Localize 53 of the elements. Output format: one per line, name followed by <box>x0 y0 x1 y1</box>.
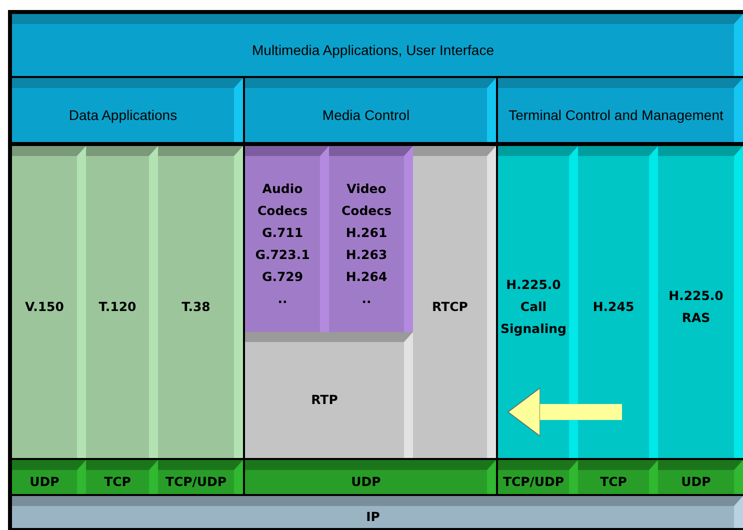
protocol-label: UDP <box>681 473 711 491</box>
protocol-label: TCP <box>600 473 627 491</box>
protocol-label: H.225.0 RAS <box>668 287 724 327</box>
protocol-label: Media Control <box>322 106 410 124</box>
protocol-label: .. <box>362 290 372 308</box>
protocol-label: UDP <box>351 473 381 491</box>
protocol-box <box>86 146 158 458</box>
protocol-box <box>658 146 743 458</box>
protocol-box <box>413 146 496 458</box>
protocol-label: G.723.1 <box>255 246 310 264</box>
protocol-box <box>498 146 578 458</box>
protocol-label: H.225.0 Call Signaling <box>500 276 568 338</box>
protocol-box <box>245 332 413 458</box>
protocol-box <box>12 496 743 528</box>
layer-box <box>498 78 743 142</box>
protocol-box <box>158 460 243 494</box>
protocol-label: G.729 <box>262 268 304 286</box>
protocol-label: .. <box>278 290 288 308</box>
protocol-label: H.261 <box>346 224 388 242</box>
protocol-label: TCP/UDP <box>165 473 227 491</box>
protocol-box <box>578 146 658 458</box>
protocol-label: T.120 <box>98 298 136 316</box>
protocol-label: H.264 <box>346 268 388 286</box>
protocol-label: Terminal Control and Management <box>508 106 724 124</box>
arrow <box>508 388 622 436</box>
layer-box <box>12 78 243 142</box>
protocol-label: Data Applications <box>68 106 178 124</box>
layer-box <box>12 14 743 76</box>
protocol-box <box>329 146 413 332</box>
protocol-box <box>658 460 743 494</box>
protocol-box <box>12 460 86 494</box>
protocol-label: IP <box>366 508 380 526</box>
protocol-label: T.38 <box>182 298 210 316</box>
protocol-label: TCP <box>104 473 131 491</box>
protocol-label: TCP/UDP <box>502 473 564 491</box>
protocol-box <box>12 146 86 458</box>
protocol-label: Audio Codecs <box>256 180 309 220</box>
protocol-label: UDP <box>30 473 60 491</box>
protocol-box <box>158 146 243 458</box>
protocol-label: RTP <box>311 391 338 409</box>
protocol-label: Multimedia Applications, User Interface <box>252 41 494 59</box>
protocol-label: H.263 <box>346 246 388 264</box>
protocol-label: G.711 <box>262 224 304 242</box>
layer-box <box>245 78 496 142</box>
protocol-box <box>578 460 658 494</box>
protocol-label: H.245 <box>592 298 634 316</box>
protocol-box <box>498 460 578 494</box>
protocol-label: V.150 <box>25 298 64 316</box>
protocol-label: Video Codecs <box>340 180 393 220</box>
protocol-box <box>245 146 329 332</box>
protocol-box <box>245 460 496 494</box>
protocol-label: RTCP <box>432 298 468 316</box>
protocol-box <box>86 460 158 494</box>
